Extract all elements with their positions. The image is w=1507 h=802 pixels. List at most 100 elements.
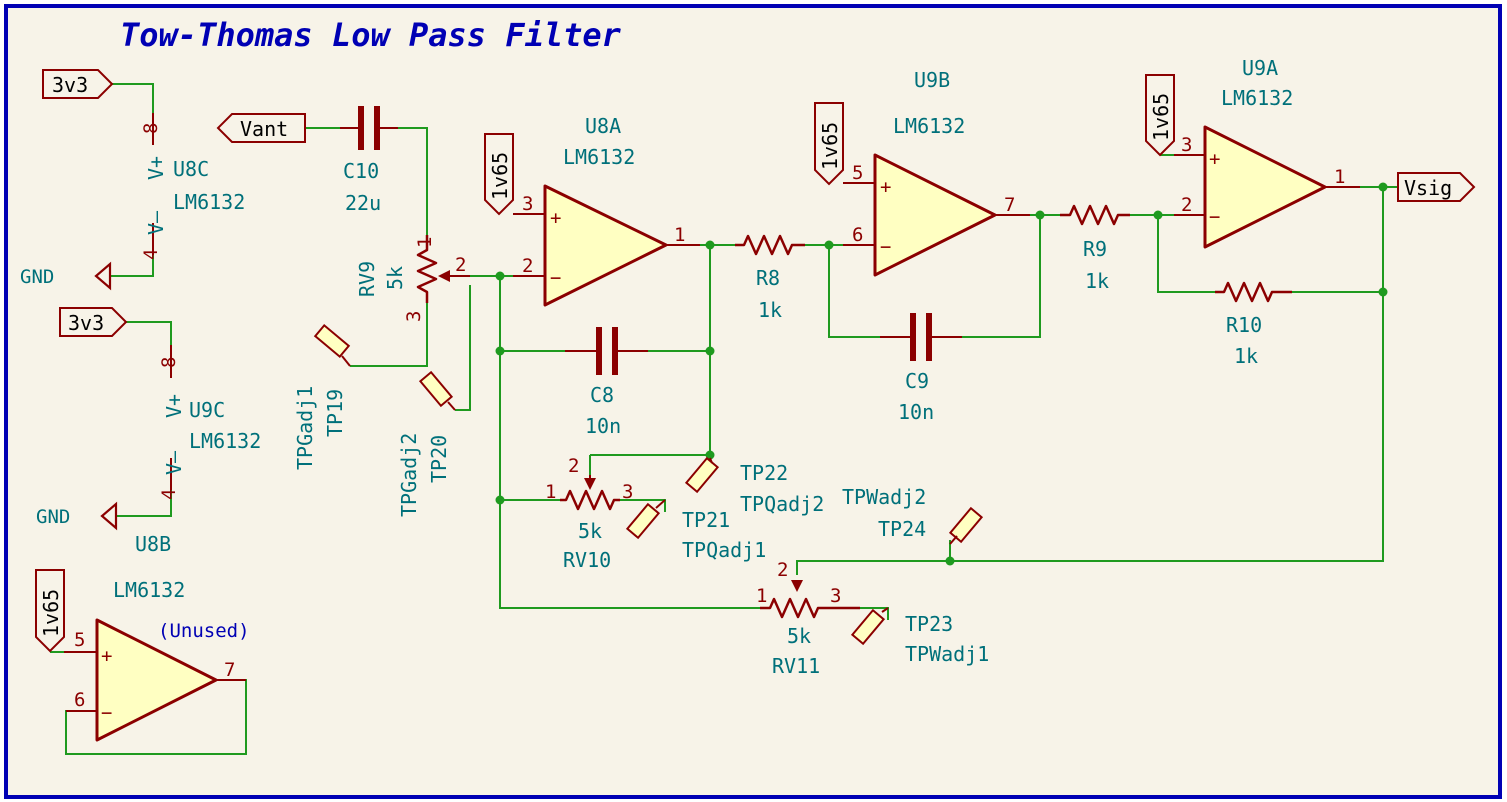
potentiometer-rv11: 2 1 3 5k RV11: [756, 559, 860, 678]
net-label-1v65-u8b: 1v65: [35, 569, 65, 653]
svg-text:LM6132: LM6132: [893, 114, 965, 138]
svg-text:C9: C9: [905, 369, 929, 393]
svg-text:TPQadj1: TPQadj1: [682, 538, 766, 562]
svg-text:Vant: Vant: [240, 117, 288, 141]
svg-text:V+: V+: [162, 394, 186, 418]
opamp-u9a: + − 3 2 1 U9A LM6132: [1174, 56, 1360, 249]
svg-text:LM6132: LM6132: [563, 145, 635, 169]
net-label-vant: Vant: [216, 113, 306, 143]
net-label-vsig: Vsig: [1397, 172, 1476, 202]
svg-text:C8: C8: [590, 383, 614, 407]
svg-text:1k: 1k: [758, 298, 782, 322]
svg-text:5: 5: [74, 629, 85, 651]
svg-text:TPWadj1: TPWadj1: [905, 642, 989, 666]
capacitor-c8: C8 10n: [565, 327, 648, 438]
svg-text:7: 7: [224, 659, 235, 681]
gnd-symbol-u8c: GND: [20, 261, 112, 291]
svg-text:2: 2: [522, 255, 533, 277]
svg-text:R9: R9: [1083, 237, 1107, 261]
svg-text:−: −: [101, 702, 112, 724]
power-unit-u9c: 8 4 V+ V– U9C LM6132: [158, 345, 261, 500]
svg-text:TP23: TP23: [905, 612, 953, 636]
svg-text:3v3: 3v3: [68, 311, 104, 335]
net-label-1v65-u9b: 1v65: [814, 102, 844, 186]
power-unit-u8c: 8 4 V+ V– U8C LM6132: [140, 113, 245, 260]
svg-text:5: 5: [852, 162, 863, 184]
capacitor-c9: C9 10n: [880, 313, 962, 424]
svg-text:U9B: U9B: [914, 68, 950, 92]
svg-text:1k: 1k: [1234, 344, 1258, 368]
svg-text:U9A: U9A: [1242, 56, 1278, 80]
capacitor-c10: C10 22u: [340, 106, 398, 215]
opamp-u8b: + − 5 6 7 U8B LM6132 (Unused): [64, 532, 250, 742]
svg-text:TP20: TP20: [427, 435, 451, 483]
net-label-3v3-top: 3v3: [42, 69, 114, 99]
svg-text:5k: 5k: [383, 266, 407, 290]
svg-text:+: +: [550, 207, 561, 229]
testpoint-tp23: TP23 TPWadj1: [850, 607, 989, 666]
svg-text:2: 2: [568, 455, 579, 477]
testpoint-tp22: TP22 TPQadj2: [684, 456, 824, 516]
svg-text:Vsig: Vsig: [1404, 176, 1452, 200]
svg-text:1: 1: [545, 481, 556, 503]
net-label-1v65-u9a: 1v65: [1145, 74, 1175, 157]
svg-text:TPGadj2: TPGadj2: [397, 433, 421, 517]
svg-text:8: 8: [158, 357, 180, 368]
svg-text:2: 2: [455, 254, 466, 276]
svg-text:1v65: 1v65: [1149, 93, 1173, 141]
svg-text:6: 6: [852, 224, 863, 246]
potentiometer-rv10: 2 1 3 5k RV10: [545, 455, 633, 572]
svg-text:TP21: TP21: [682, 508, 730, 532]
svg-text:U9C: U9C: [189, 398, 225, 422]
svg-text:2: 2: [777, 559, 788, 581]
svg-text:LM6132: LM6132: [189, 429, 261, 453]
resistor-r10: R10 1k: [1215, 281, 1292, 368]
svg-text:LM6132: LM6132: [113, 578, 185, 602]
svg-text:LM6132: LM6132: [173, 190, 245, 214]
testpoint-tp19: TPGadj1 TP19: [293, 323, 351, 470]
svg-text:4: 4: [140, 249, 162, 260]
svg-text:RV9: RV9: [355, 261, 379, 297]
svg-text:3: 3: [622, 481, 633, 503]
svg-text:R10: R10: [1226, 313, 1262, 337]
svg-text:2: 2: [1181, 194, 1192, 216]
svg-text:LM6132: LM6132: [1221, 86, 1293, 110]
svg-text:3v3: 3v3: [52, 73, 88, 97]
svg-text:5k: 5k: [578, 519, 602, 543]
svg-text:3: 3: [1181, 134, 1192, 156]
svg-text:3: 3: [403, 311, 425, 322]
testpoint-tp21: TP21 TPQadj1: [625, 499, 766, 562]
svg-text:1v65: 1v65: [488, 152, 512, 200]
testpoint-tp20: TPGadj2 TP20: [397, 370, 456, 517]
svg-text:−: −: [1209, 206, 1220, 228]
junction-dots: [495, 182, 1388, 566]
svg-text:+: +: [101, 645, 112, 667]
svg-text:TP22: TP22: [740, 461, 788, 485]
svg-text:3: 3: [830, 585, 841, 607]
svg-text:−: −: [880, 236, 891, 258]
svg-text:5k: 5k: [787, 624, 811, 648]
potentiometer-rv9: 1 2 3 RV9 5k: [355, 235, 470, 322]
net-label-3v3-lower: 3v3: [59, 307, 128, 337]
svg-text:GND: GND: [36, 506, 70, 528]
svg-text:1: 1: [674, 224, 685, 246]
svg-text:1v65: 1v65: [39, 589, 63, 637]
svg-text:1: 1: [1334, 166, 1345, 188]
svg-text:1: 1: [414, 237, 436, 248]
svg-text:1v65: 1v65: [818, 122, 842, 170]
svg-text:V–: V–: [144, 210, 168, 235]
svg-text:TP24: TP24: [878, 517, 926, 541]
svg-text:TPGadj1: TPGadj1: [293, 386, 317, 470]
svg-text:22u: 22u: [345, 191, 381, 215]
svg-text:+: +: [1209, 148, 1220, 170]
svg-text:4: 4: [158, 489, 180, 500]
svg-text:−: −: [550, 267, 561, 289]
svg-text:1k: 1k: [1085, 269, 1109, 293]
svg-text:U8C: U8C: [173, 157, 209, 181]
svg-text:RV11: RV11: [772, 654, 820, 678]
svg-text:C10: C10: [343, 159, 379, 183]
svg-text:1: 1: [756, 585, 767, 607]
net-label-1v65-u8a: 1v65: [484, 133, 514, 216]
svg-text:V–: V–: [162, 450, 186, 475]
